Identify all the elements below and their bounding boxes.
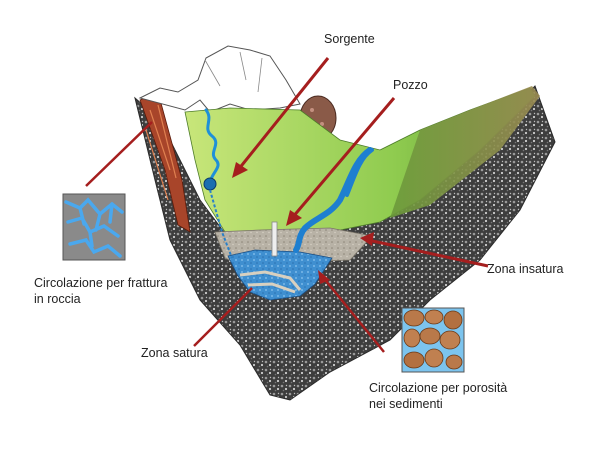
arrow-pozzo — [286, 97, 396, 226]
label-pozzo: Pozzo — [393, 78, 428, 92]
label-porosita-line1: Circolazione per porosità — [369, 381, 508, 395]
label-frattura-line2: in roccia — [34, 292, 81, 306]
label-zona-satura: Zona satura — [141, 346, 208, 360]
right-hill — [390, 86, 540, 218]
label-porosita-line2: nei sedimenti — [369, 397, 443, 411]
label-sorgente: Sorgente — [324, 32, 375, 46]
label-zona-insatura: Zona insatura — [487, 262, 564, 276]
mountain-outline — [138, 45, 301, 113]
inset-porous-sediment — [401, 307, 465, 373]
label-frattura-line1: Circolazione per frattura — [34, 276, 168, 290]
inset-fracture-rock — [62, 193, 126, 261]
well-pipe — [271, 221, 278, 257]
arrow-sorgente — [232, 57, 330, 178]
stream — [293, 147, 373, 253]
arrow-porosita — [318, 270, 385, 353]
arrow-zona-insatura — [360, 232, 489, 268]
spring-outlet — [203, 177, 217, 191]
arrow-frattura — [85, 121, 153, 187]
spring-water — [204, 108, 220, 188]
arrow-zona-satura — [193, 287, 253, 347]
